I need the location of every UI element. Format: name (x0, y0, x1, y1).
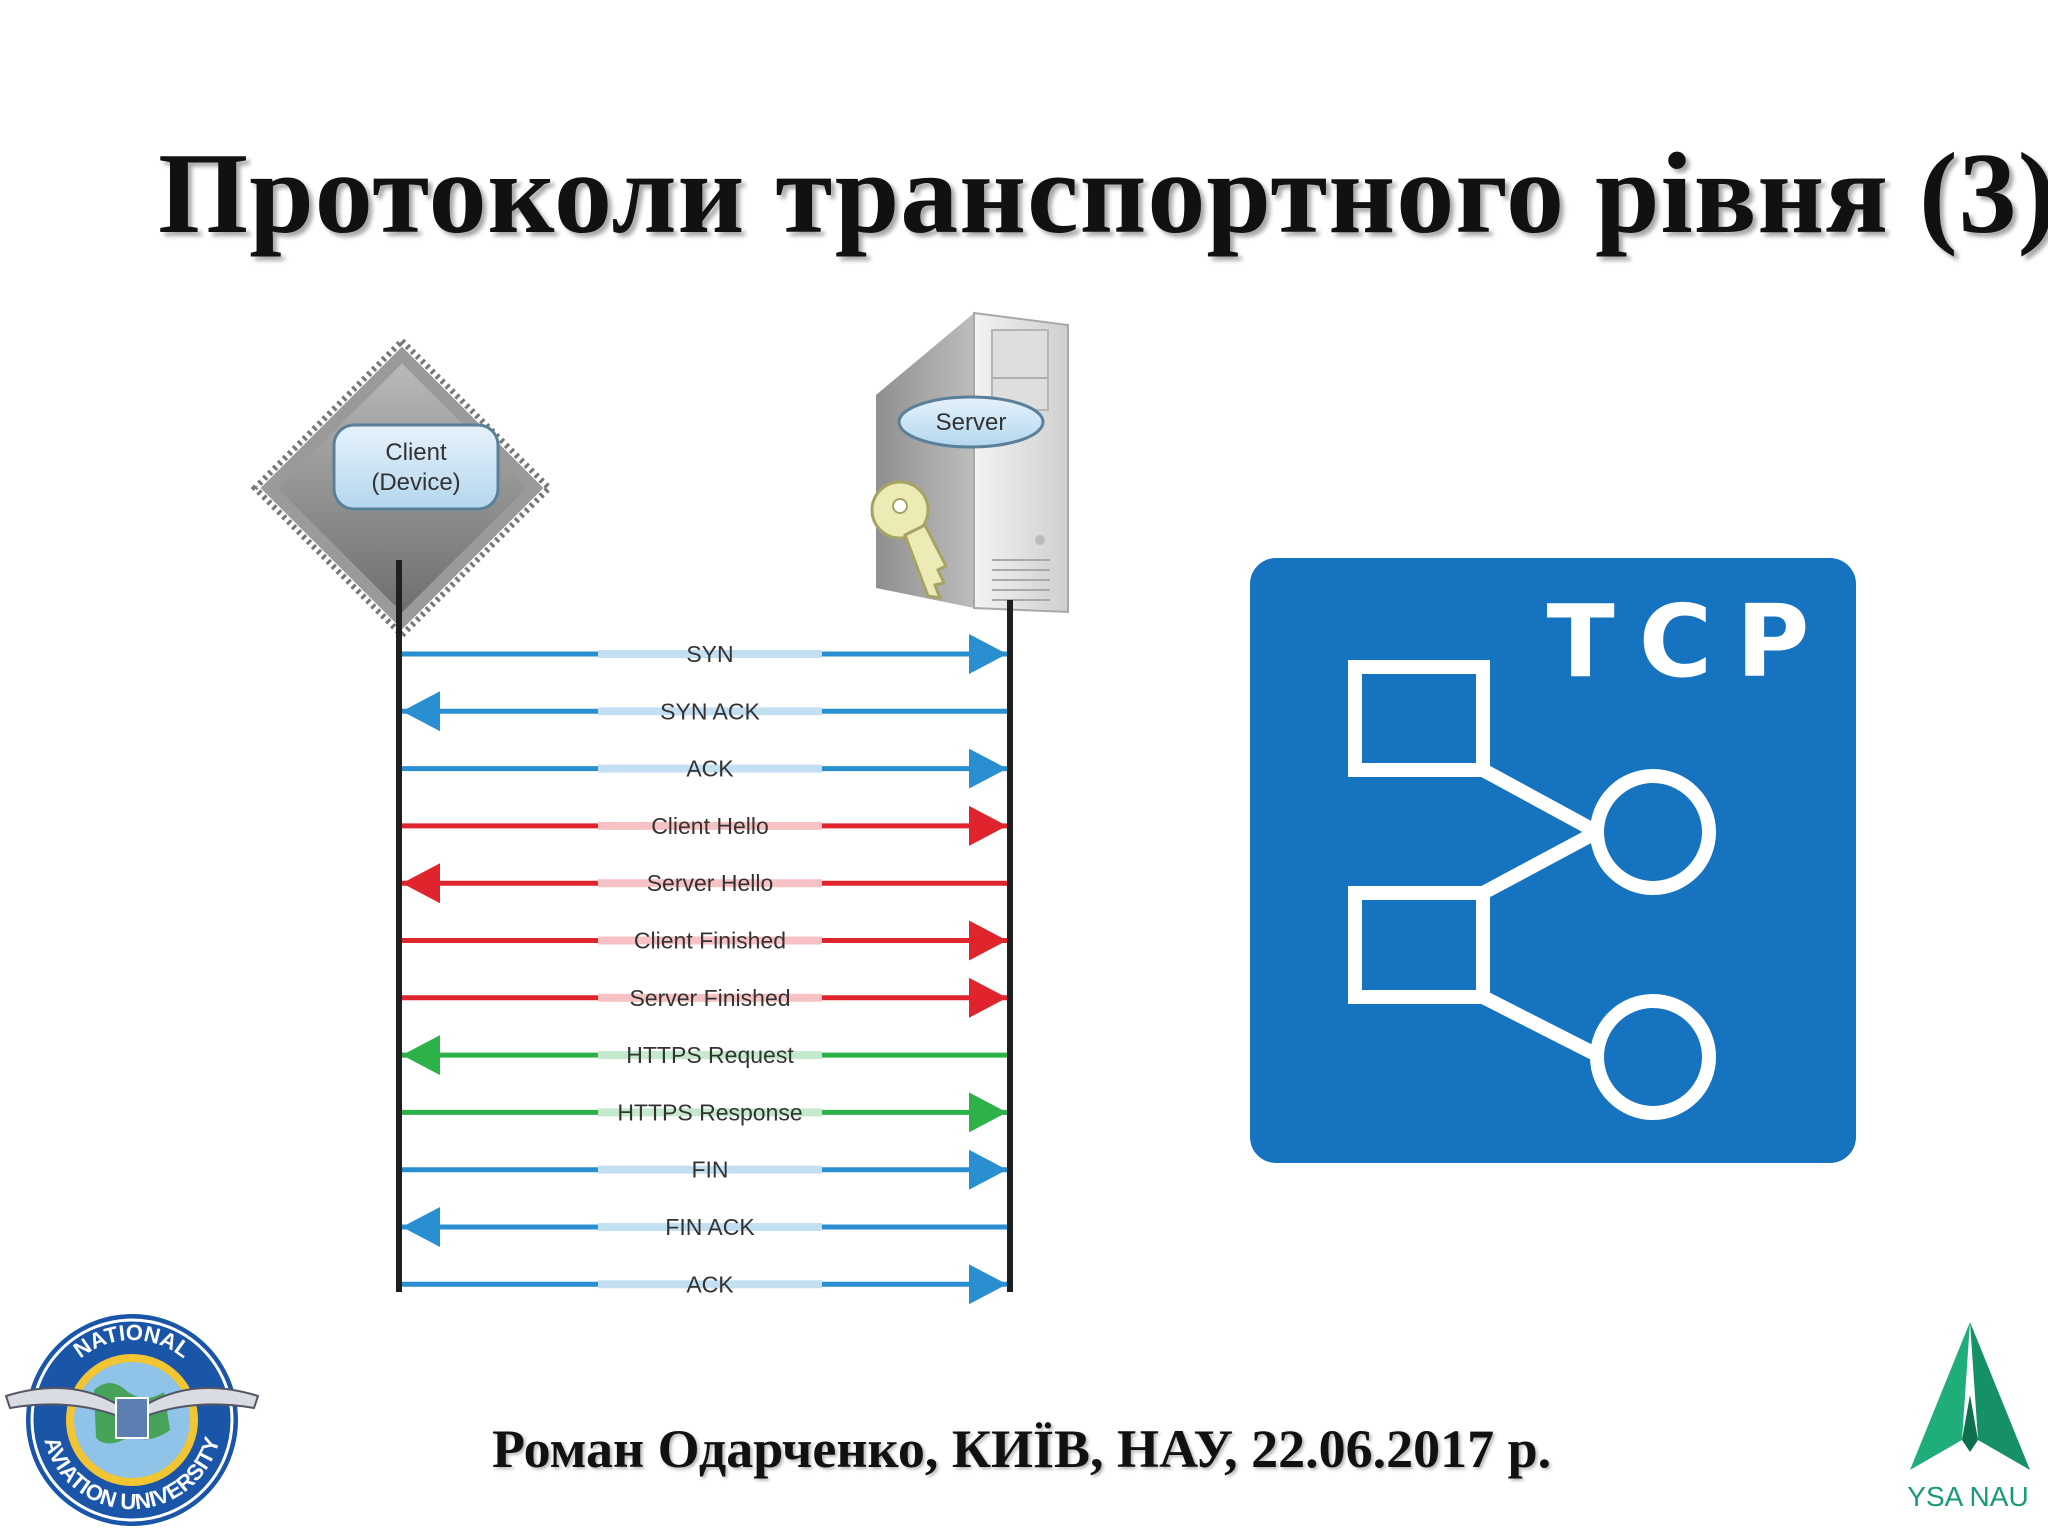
arrowhead-icon (969, 634, 1007, 674)
message-label-band (598, 1223, 822, 1231)
message-arrow: Client Hello (402, 805, 1007, 846)
arrowhead-icon (969, 805, 1007, 846)
message-arrow: Server Hello (402, 863, 1007, 904)
message-label: ACK (686, 756, 734, 782)
arrowhead-icon (969, 748, 1007, 789)
message-arrow: ACK (402, 1264, 1007, 1305)
message-arrow: FIN (402, 1149, 1007, 1190)
tcp-logo: TCP (1250, 558, 1856, 1163)
client-label-line1: Client (385, 439, 447, 466)
message-label: ACK (686, 1271, 734, 1297)
message-label-band (598, 650, 822, 658)
message-label: FIN (691, 1157, 728, 1183)
slide-footer: Роман Одарченко, КИЇВ, НАУ, 22.06.2017 р… (492, 1419, 1552, 1479)
client-label-line2: (Device) (371, 469, 460, 496)
message-label: FIN ACK (665, 1214, 755, 1240)
message-label-band (598, 1280, 822, 1289)
arrowhead-icon (402, 863, 440, 904)
nau-seal-logo: NATIONAL AVIATION UNIVERSITY (4, 1314, 260, 1526)
message-label: Server Finished (629, 985, 790, 1011)
message-label-band (598, 993, 822, 1002)
message-arrow: Client Finished (402, 920, 1007, 961)
message-arrow: SYN (402, 634, 1007, 674)
message-arrow: FIN ACK (402, 1207, 1007, 1247)
arrowhead-icon (969, 1149, 1007, 1190)
message-label: Server Hello (647, 870, 774, 896)
message-label-band (598, 936, 822, 945)
message-arrow: HTTPS Response (402, 1092, 1007, 1133)
tcp-tree-icon (1348, 660, 1716, 1120)
arrowhead-icon (969, 1092, 1007, 1133)
message-arrow: HTTPS Request (402, 1035, 1007, 1076)
message-label: SYN ACK (660, 698, 760, 724)
message-label-band (598, 1108, 822, 1117)
message-label-band (598, 707, 822, 716)
message-label-band (598, 821, 822, 830)
slide-title: Протоколи транспортного рівня (3) (158, 130, 2048, 258)
arrowhead-icon (402, 691, 440, 732)
ysa-logo-text: YSA NAU (1907, 1481, 2028, 1512)
message-label: SYN (686, 641, 733, 667)
server-label: Server (936, 409, 1007, 436)
message-label: HTTPS Request (626, 1042, 794, 1068)
arrowhead-icon (969, 977, 1007, 1018)
message-arrow: Server Finished (402, 977, 1007, 1018)
message-label: Client Hello (651, 813, 769, 839)
arrowhead-icon (969, 920, 1007, 961)
message-arrow: ACK (402, 748, 1007, 789)
message-label-band (598, 1165, 822, 1174)
message-arrow: SYN ACK (402, 691, 1007, 732)
message-label: Client Finished (634, 928, 786, 954)
arrowhead-icon (402, 1035, 440, 1076)
server-icon: Server (870, 311, 1069, 614)
ysa-tent-logo: YSA NAU (1907, 1322, 2030, 1512)
arrowhead-icon (402, 1207, 440, 1247)
message-label-band (598, 879, 822, 888)
message-label-band (598, 1051, 822, 1060)
tcp-logo-text: TCP (1547, 583, 1834, 700)
message-label: HTTPS Response (617, 1099, 802, 1125)
message-label-band (598, 764, 822, 773)
arrowhead-icon (969, 1264, 1007, 1305)
